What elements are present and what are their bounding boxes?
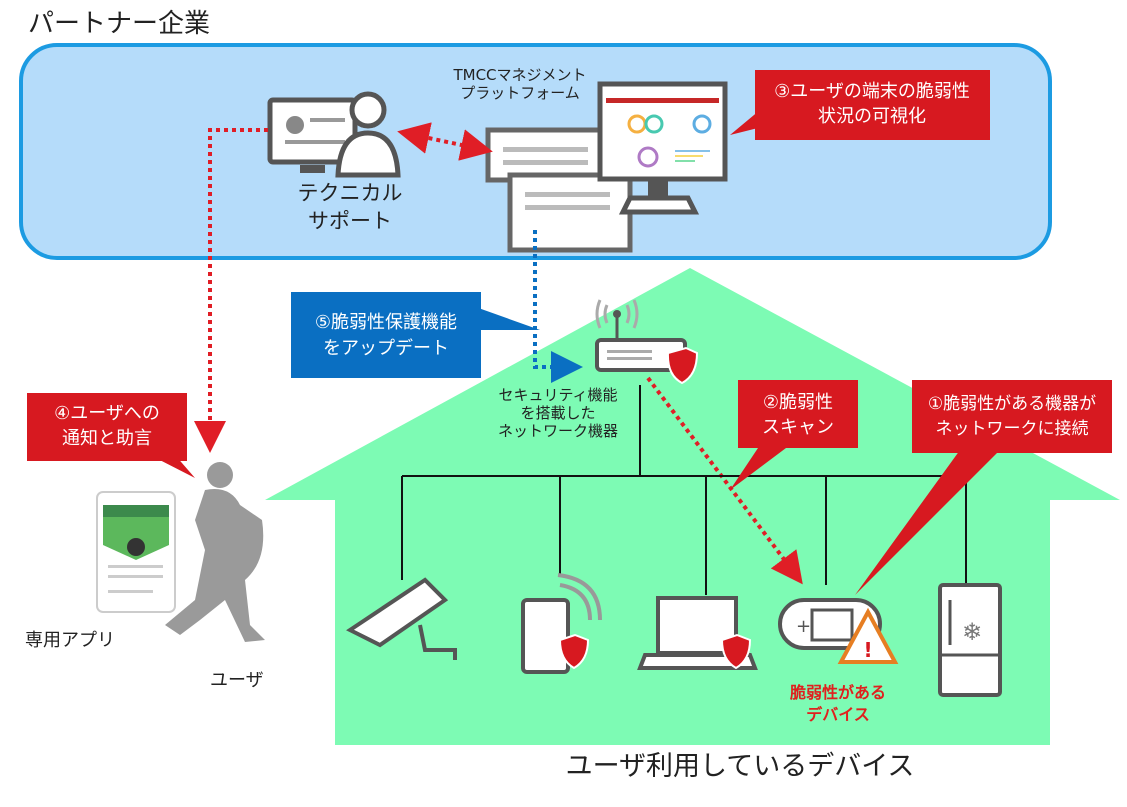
page-title: パートナー企業 [28, 9, 210, 39]
vulnerable-label: 脆弱性がある [790, 683, 886, 702]
support-user-link [194, 128, 268, 453]
app-phone [96, 491, 176, 613]
svg-text:❄: ❄ [962, 618, 982, 646]
callout-step5: ⑤脆弱性保護機能 をアップデート [291, 292, 540, 378]
callout-step1: ①脆弱性がある機器が ネットワークに接続 [855, 380, 1112, 595]
scan-arrow [646, 376, 803, 585]
svg-text:+: + [796, 616, 811, 637]
laptop-icon [637, 596, 758, 670]
support-label: サポート [308, 209, 392, 233]
tablet-icon [521, 573, 602, 674]
callout-text: ⑤脆弱性保護機能 [315, 312, 457, 333]
router-label: セキュリティ機能 [498, 386, 617, 404]
callout-step2: ②脆弱性 スキャン [730, 380, 858, 490]
router-label: を搭載した [520, 404, 595, 422]
callout-step4: ④ユーザへの 通知と助言 [27, 393, 195, 478]
callout-text: ③ユーザの端末の脆弱性 [774, 81, 970, 102]
platform-label: TMCCマネジメント [452, 66, 586, 84]
vulnerable-label: デバイス [806, 705, 870, 724]
support-icon [267, 91, 401, 178]
callout-text: ①脆弱性がある機器が [928, 394, 1096, 414]
camera-icon [346, 577, 457, 660]
callout-step3: ③ユーザの端末の脆弱性 状況の可視化 [730, 70, 990, 140]
router-label: ネットワーク機器 [498, 422, 618, 440]
support-label: テクニカル [298, 181, 403, 205]
callout-text: 通知と助言 [62, 428, 152, 449]
router-icon [595, 299, 699, 385]
user-silhouette [165, 462, 265, 642]
support-platform-link [397, 122, 493, 161]
app-label: 専用アプリ [25, 630, 115, 651]
callout-text: ネットワークに接続 [936, 419, 1089, 439]
callout-text: ②脆弱性 [763, 392, 833, 413]
platform-label: プラットフォーム [460, 84, 580, 102]
vulnerable-device-icon: + ! [778, 598, 899, 664]
house-label: ユーザ利用しているデバイス [566, 751, 915, 782]
callout-text: 状況の可視化 [818, 106, 926, 127]
network-lines [401, 385, 967, 595]
callout-text: ④ユーザへの [54, 403, 160, 424]
callout-text: スキャン [762, 417, 834, 438]
update-arrow [533, 230, 583, 383]
callout-text: をアップデート [323, 338, 449, 359]
platform-icon [485, 81, 728, 253]
refrigerator-icon: ❄ [938, 583, 1002, 697]
svg-text:!: ! [863, 638, 872, 662]
house-area [265, 268, 1120, 745]
user-label: ユーザ [210, 670, 264, 691]
